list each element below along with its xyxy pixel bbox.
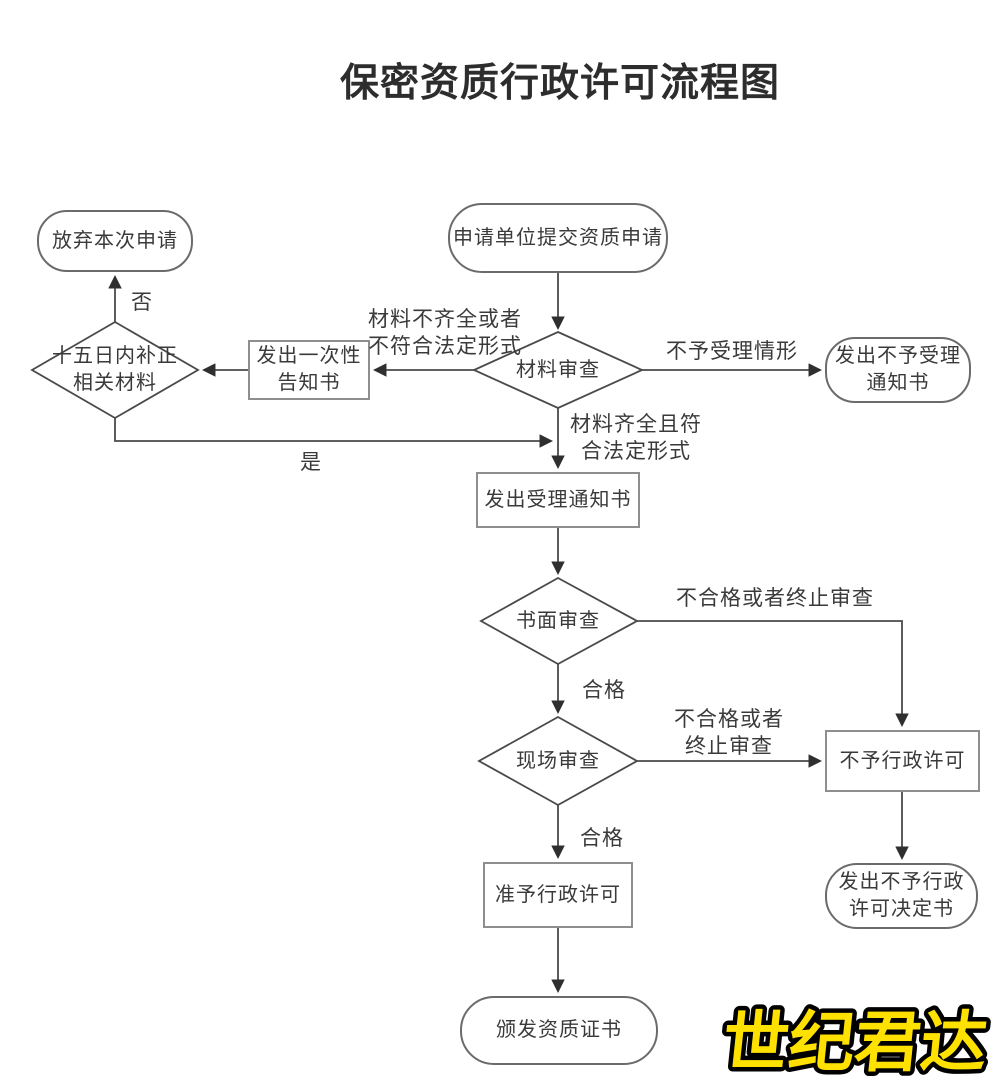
edge-label-material-incomplete: 材料不齐全或者 不符合法定形式 — [368, 308, 522, 358]
node-one-time-notice-line2: 告知书 — [277, 372, 341, 394]
node-material-review-diamond — [471, 331, 645, 409]
node-one-time-notice: 发出一次性 告知书 — [248, 340, 370, 400]
edge-label-yes: 是 — [300, 451, 322, 474]
node-reject-acceptance-notice: 发出不予受理 通知书 — [825, 337, 971, 403]
edge-label-not-accept: 不予受理情形 — [666, 340, 798, 363]
edge-label-material-complete: 材料齐全且符 合法定形式 — [570, 413, 702, 463]
node-site-review-diamond — [477, 715, 639, 807]
node-grant-license: 准予行政许可 — [483, 862, 633, 928]
node-submit-application: 申请单位提交资质申请 — [448, 203, 668, 273]
edge-written-review-to-deny — [637, 620, 909, 728]
node-issue-certificate: 颁发资质证书 — [460, 996, 658, 1065]
node-supplement-label: 十五日内补正 相关材料 — [52, 345, 178, 394]
node-one-time-notice-line1: 发出一次性 — [256, 345, 362, 367]
node-written-review-diamond — [479, 576, 639, 666]
brand-logo-text: 世纪君达 — [720, 1006, 991, 1080]
node-supplement-diamond — [30, 320, 200, 420]
node-acceptance-notice-label: 发出受理通知书 — [484, 488, 632, 511]
node-deny-decision-notice: 发出不予行政 许可决定书 — [825, 863, 978, 929]
node-site-review-label: 现场审查 — [516, 749, 600, 772]
edge-label-written-pass: 合格 — [582, 679, 626, 702]
node-reject-acceptance-line2: 通知书 — [866, 372, 930, 394]
node-acceptance-notice: 发出受理通知书 — [476, 472, 640, 528]
node-deny-license: 不予行政许可 — [825, 730, 980, 792]
edge-label-site-fail: 不合格或者 终止审查 — [674, 708, 784, 758]
edge-label-written-fail: 不合格或者终止审查 — [676, 587, 874, 610]
node-written-review-label: 书面审查 — [516, 609, 600, 632]
node-material-review-label: 材料审查 — [516, 358, 600, 381]
brand-logo: 世纪君达 — [720, 1002, 995, 1085]
node-issue-certificate-label: 颁发资质证书 — [496, 1019, 622, 1041]
node-deny-decision-line1: 发出不予行政 — [838, 871, 965, 893]
node-abandon-application-label: 放弃本次申请 — [52, 229, 178, 252]
node-deny-decision-line2: 许可决定书 — [849, 898, 954, 920]
edge-supplement-to-mainline — [114, 418, 554, 448]
node-submit-application-label: 申请单位提交资质申请 — [453, 226, 663, 249]
edge-label-no: 否 — [131, 291, 153, 314]
edge-label-site-pass: 合格 — [580, 827, 624, 850]
page-title: 保密资质行政许可流程图 — [339, 62, 780, 105]
node-deny-license-label: 不予行政许可 — [839, 749, 966, 772]
node-abandon-application: 放弃本次申请 — [37, 210, 193, 272]
node-grant-license-label: 准予行政许可 — [495, 883, 621, 906]
node-reject-acceptance-line1: 发出不予受理 — [835, 345, 961, 367]
